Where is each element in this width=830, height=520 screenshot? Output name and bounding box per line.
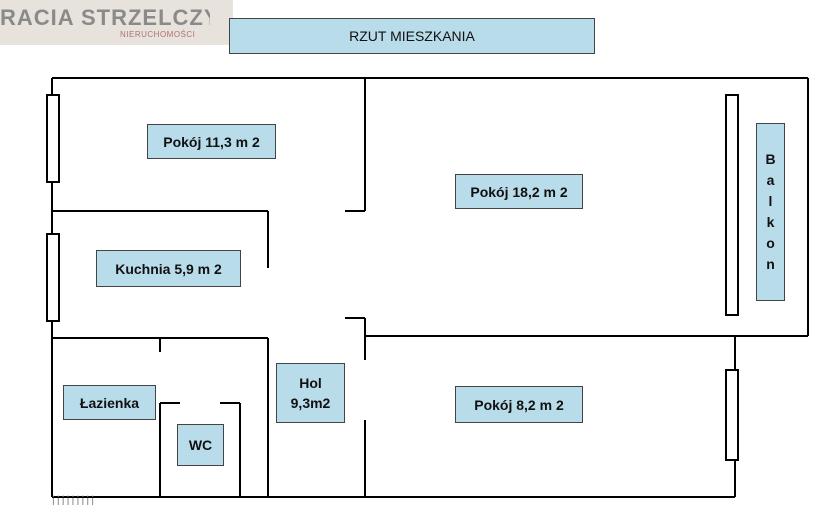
window-left-1 [46, 94, 60, 183]
room-label-wc: WC [177, 424, 224, 466]
room-label-pokoj-11: Pokój 11,3 m 2 [147, 124, 276, 159]
agency-logo-subtext: NIERUCHOMOŚCI [120, 30, 196, 39]
room-label-pokoj-8: Pokój 8,2 m 2 [455, 386, 583, 423]
window-right-lower [725, 369, 739, 461]
room-label-pokoj-18: Pokój 18,2 m 2 [455, 174, 583, 209]
window-left-2 [46, 233, 60, 322]
balkon-letter: n [766, 256, 775, 272]
balkon-letter: B [765, 151, 776, 167]
room-label-balkon: B a l k o n [756, 123, 785, 301]
balkon-letter: k [766, 214, 775, 230]
balkon-letter: l [768, 193, 773, 209]
hol-label-line-1: Hol [299, 375, 322, 391]
room-label-hol: Hol 9,3m2 [276, 363, 345, 423]
balkon-letter: o [766, 235, 775, 251]
balkon-letter: a [766, 172, 775, 188]
watermark-text: iiiiiiiii [52, 493, 96, 508]
hol-label-line-2: 9,3m2 [290, 395, 331, 411]
room-label-lazienka: Łazienka [63, 385, 156, 420]
window-right-balcony [725, 94, 739, 316]
agency-logo: RACIA STRZELCZYK NIERUCHOMOŚCI [0, 0, 233, 45]
agency-logo-text: RACIA STRZELCZYK [0, 5, 210, 30]
plan-title: RZUT MIESZKANIA [229, 18, 595, 54]
room-label-kuchnia: Kuchnia 5,9 m 2 [96, 250, 241, 287]
